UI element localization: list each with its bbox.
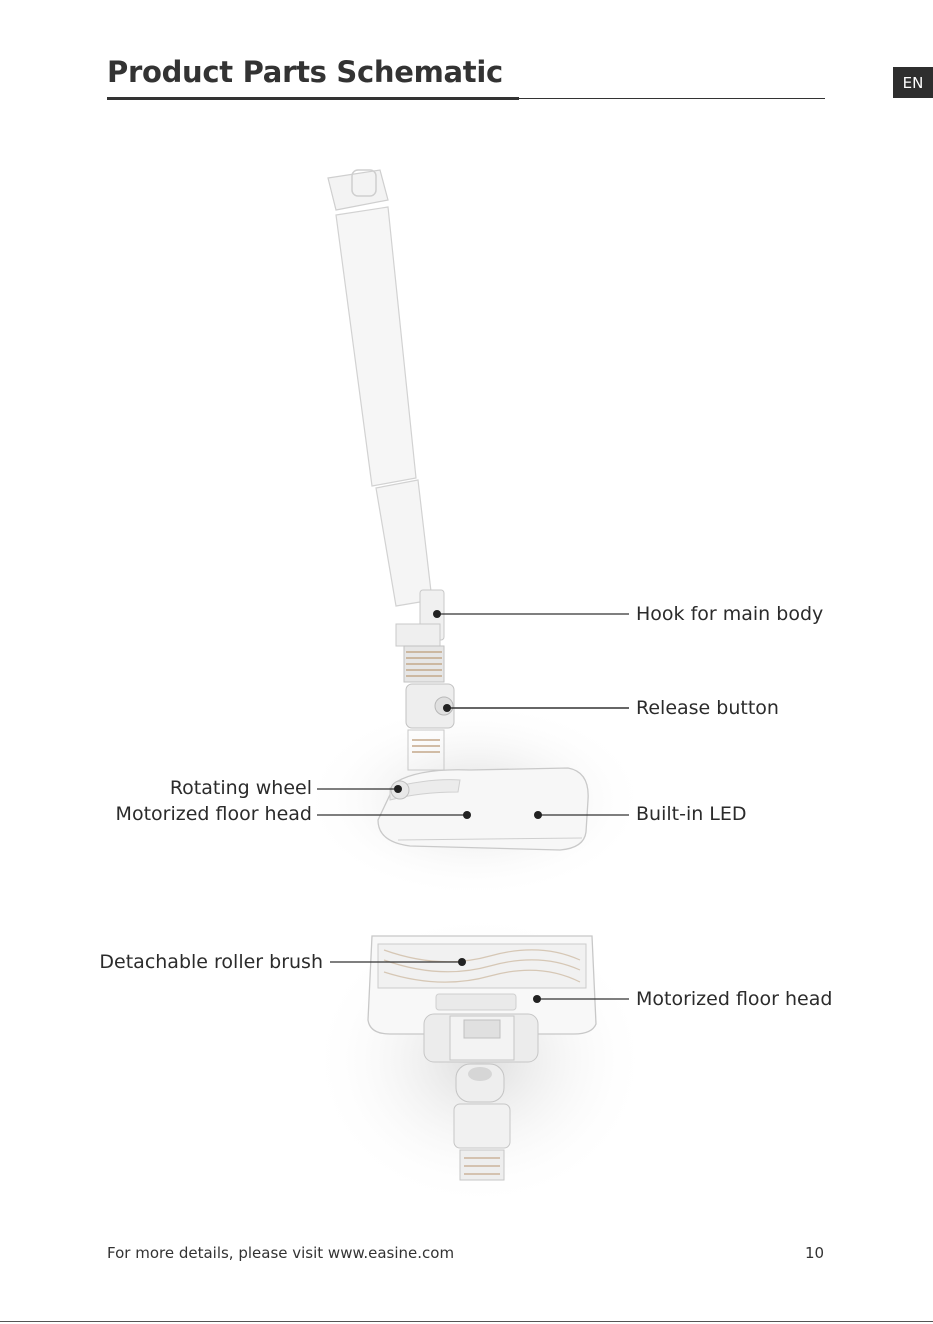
page-number: 10 <box>805 1244 824 1262</box>
vacuum-underside-image <box>310 910 650 1210</box>
label-hook-for-main-body: Hook for main body <box>636 603 823 625</box>
label-release-button: Release button <box>636 697 779 719</box>
label-motorized-floor-head-bottom: Motorized floor head <box>636 988 832 1010</box>
label-rotating-wheel: Rotating wheel <box>170 777 312 799</box>
bottom-divider <box>0 1321 933 1322</box>
vacuum-upright-image <box>300 170 650 900</box>
label-detachable-roller-brush: Detachable roller brush <box>99 951 323 973</box>
label-built-in-led: Built-in LED <box>636 803 747 825</box>
label-motorized-floor-head-top: Motorized floor head <box>116 803 312 825</box>
footer-website-text: For more details, please visit www.easin… <box>107 1244 454 1262</box>
